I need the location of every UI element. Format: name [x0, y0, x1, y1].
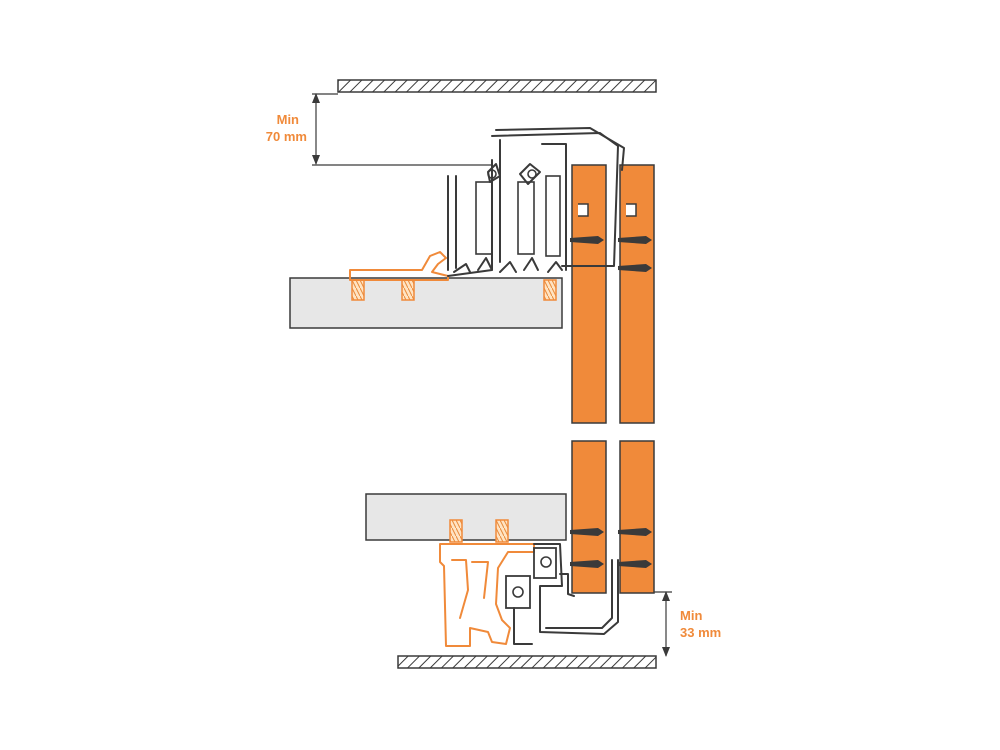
- bottom-dim-label-min: Min: [680, 608, 702, 623]
- bottom-dim-label-value: 33 mm: [680, 625, 721, 640]
- ceiling-hatch: [337, 79, 657, 93]
- bottom-orange-bracket: [439, 543, 535, 647]
- top-dim-label-min: Min: [277, 112, 299, 127]
- floor-hatch: [397, 655, 657, 669]
- bottom-track-assembly: [505, 543, 619, 645]
- top-orange-bracket: [349, 251, 449, 281]
- bottom-shelf: [365, 493, 567, 541]
- top-shelf-screws: [351, 279, 557, 301]
- top-dimension: Min 70 mm: [266, 93, 492, 166]
- bottom-shelf-screws: [449, 519, 509, 543]
- top-dim-label-value: 70 mm: [266, 129, 307, 144]
- bottom-door-screws: [570, 528, 652, 568]
- bottom-dimension: Min 33 mm: [622, 591, 721, 657]
- door-panels: [571, 164, 655, 594]
- top-track-assembly: [447, 127, 625, 277]
- top-door-screws: [570, 236, 652, 272]
- top-shelf: [289, 277, 563, 329]
